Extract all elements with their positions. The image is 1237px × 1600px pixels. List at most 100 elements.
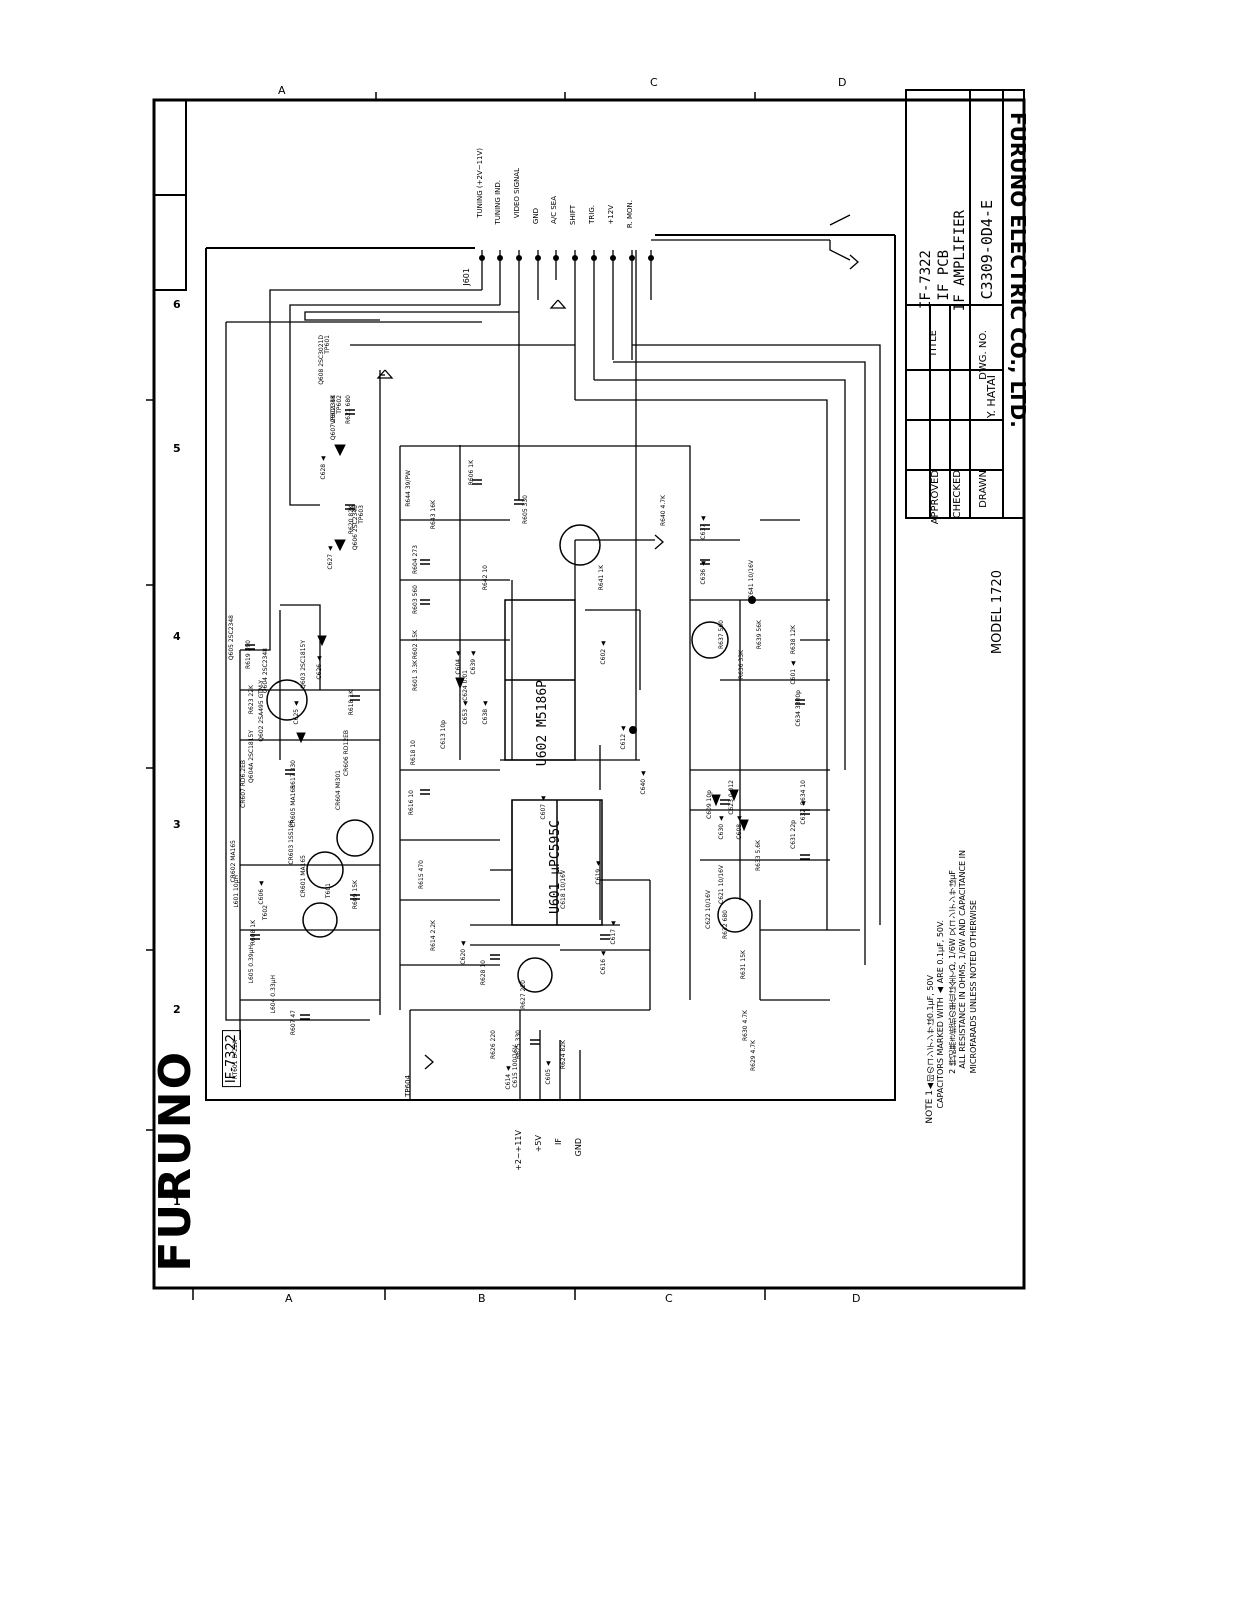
- j601-pin-8: +12V: [607, 205, 615, 225]
- component-ref-label: R627 220: [520, 980, 527, 1009]
- tb-dwgno-label: DWG. NO.: [978, 330, 989, 380]
- ic-u601-body: [511, 799, 603, 926]
- component-ref-label: R619 390: [245, 640, 252, 669]
- component-ref-label: C620 ▲: [460, 940, 467, 965]
- component-ref-label: C622 10/16V: [705, 890, 712, 929]
- component-ref-label: L601 10μH: [233, 875, 240, 908]
- grid-left-2: 2: [173, 1003, 181, 1016]
- grid-top-d: D: [838, 76, 847, 89]
- component-ref-label: C606 ▲: [258, 880, 265, 905]
- component-ref-label: Q603 2SC1815Y: [300, 640, 307, 689]
- component-ref-label: C626 ▲: [316, 655, 323, 680]
- drawing-frame: [146, 92, 1026, 1300]
- note-line-3: 2 特記無き抵抗の単位は全てΩ, 1/6W 又コンデンサはμF: [948, 870, 957, 1074]
- component-ref-label: L604 0.33μH: [270, 975, 277, 1014]
- component-ref-label: R637 560: [718, 620, 725, 649]
- component-ref-label: R616 10: [408, 790, 415, 816]
- ic-u602-label: U602 M5186P: [535, 680, 550, 767]
- j601-pin-6: SHIFT: [569, 205, 577, 225]
- component-ref-label: C624 0.01: [462, 670, 469, 701]
- component-ref-label: T602: [262, 905, 269, 921]
- diodes: [296, 444, 749, 832]
- component-ref-label: C614 ▲: [505, 1065, 512, 1090]
- tb-dwg-no: C3309-0D4-E: [978, 200, 996, 300]
- component-ref-label: R607 47: [290, 1010, 297, 1036]
- component-ref-label: C604 ▲: [455, 650, 462, 675]
- ground-symbols: [376, 254, 859, 1070]
- schematic-wiring: [225, 214, 881, 1100]
- component-ref-label: R636 33K: [738, 650, 745, 680]
- grid-left-3: 3: [173, 818, 181, 831]
- tb-approved-label: APPROVED: [930, 470, 941, 525]
- component-ref-label: R603 560: [412, 585, 419, 614]
- grid-left-1: 1: [173, 1195, 181, 1208]
- component-ref-label: R604 273: [412, 545, 419, 574]
- grid-bottom-c: C: [665, 1292, 673, 1305]
- component-ref-label: R623 22K: [248, 685, 255, 715]
- j601-pin-7: TRIG.: [588, 205, 596, 224]
- component-ref-label: L605 0.39μH: [248, 945, 255, 984]
- title-block: [905, 89, 1025, 519]
- test-points: [629, 596, 756, 734]
- component-ref-label: R638 12K: [790, 625, 797, 655]
- tb-checked-label: CHECKED: [952, 470, 963, 519]
- component-ref-label: C602 ▲: [600, 640, 607, 665]
- component-ref-label: R644 39/PW: [405, 470, 412, 507]
- component-ref-label: Q604A 2SC1815Y: [248, 730, 255, 783]
- component-ref-label: C607 ▲: [540, 795, 547, 820]
- component-ref-label: C639 ▲: [470, 650, 477, 675]
- component-ref-label: C601 ▲: [790, 660, 797, 685]
- j601-pin-4: GND: [532, 208, 540, 225]
- grid-top-a: A: [278, 84, 286, 97]
- grid-left-6: 6: [173, 298, 181, 311]
- component-ref-label: Q602 2SA495 GTM-Y: [258, 680, 265, 742]
- component-ref-label: R628 10: [480, 960, 487, 986]
- component-ref-label: C627 ▲: [327, 545, 334, 570]
- component-ref-label: C621 10/16V: [718, 865, 725, 904]
- component-ref-label: C625 ▲: [293, 700, 300, 725]
- j601-pin-2: TUNING IND.: [494, 180, 502, 225]
- component-ref-label: C638 ▲: [482, 700, 489, 725]
- model-label: MODEL 1720: [990, 570, 1005, 655]
- tb-drawn-by: Y. HATAI: [985, 375, 998, 419]
- grid-left-4: 4: [173, 630, 181, 643]
- grid-top-c: C: [650, 76, 658, 89]
- ic-u602-body: [504, 599, 576, 761]
- component-ref-label: CR603 1SS106: [288, 820, 295, 865]
- tb-title-label: TITLE: [928, 330, 939, 358]
- left-conn-pin-4: GND: [574, 1138, 583, 1157]
- component-ref-label: C618 10/16V: [560, 870, 567, 909]
- component-ref-label: R614 2.2K: [430, 920, 437, 952]
- component-ref-label: TP601: [324, 335, 331, 354]
- component-ref-label: R601 3.3K: [412, 660, 419, 692]
- component-ref-label: C609 10p: [706, 790, 713, 819]
- component-ref-label: R626 220: [490, 1030, 497, 1059]
- component-ref-label: R642 10: [482, 565, 489, 591]
- component-ref-label: R624 82K: [560, 1040, 567, 1070]
- component-ref-label: C616 ▲: [600, 950, 607, 975]
- component-ref-label: C630 ▲: [718, 815, 725, 840]
- component-ref-label: R608 1K: [250, 920, 257, 946]
- component-ref-label: C612 ▲: [620, 725, 627, 750]
- component-ref-label: R602 15K: [412, 630, 419, 660]
- note-line-5: MICROFARADS UNLESS NOTED OTHERWISE: [969, 900, 978, 1074]
- j601-pin-3: VIDEO SIGNAL: [513, 168, 521, 219]
- grid-bottom-a: A: [285, 1292, 293, 1305]
- component-ref-label: C634 3300p: [795, 690, 802, 727]
- component-ref-label: CR601 MA165: [300, 855, 307, 898]
- component-ref-label: C641 10/16V: [748, 560, 755, 599]
- note-line-4: ALL RESISTANCE IN OHMS, 1/6W AND CAPACIT…: [958, 850, 967, 1069]
- component-ref-label: R618 10: [410, 740, 417, 766]
- component-ref-label: TP602: [336, 395, 343, 414]
- component-ref-label: C613 10p: [440, 720, 447, 749]
- component-ref-label: T601: [325, 883, 332, 899]
- j601-pin-9: R. MON.: [626, 200, 634, 229]
- component-ref-label: C619 ▲: [595, 860, 602, 885]
- left-conn-pin-2: +5V: [534, 1135, 543, 1153]
- component-ref-label: CR607 RD6.2EB: [240, 760, 247, 808]
- company-name: FURUNO ELECTRIC CO., LTD.: [1006, 112, 1030, 428]
- component-ref-label: C640 ▲: [640, 770, 647, 795]
- connector-j601-ref: J601: [462, 268, 471, 286]
- connector-j601-terminals: [479, 255, 654, 261]
